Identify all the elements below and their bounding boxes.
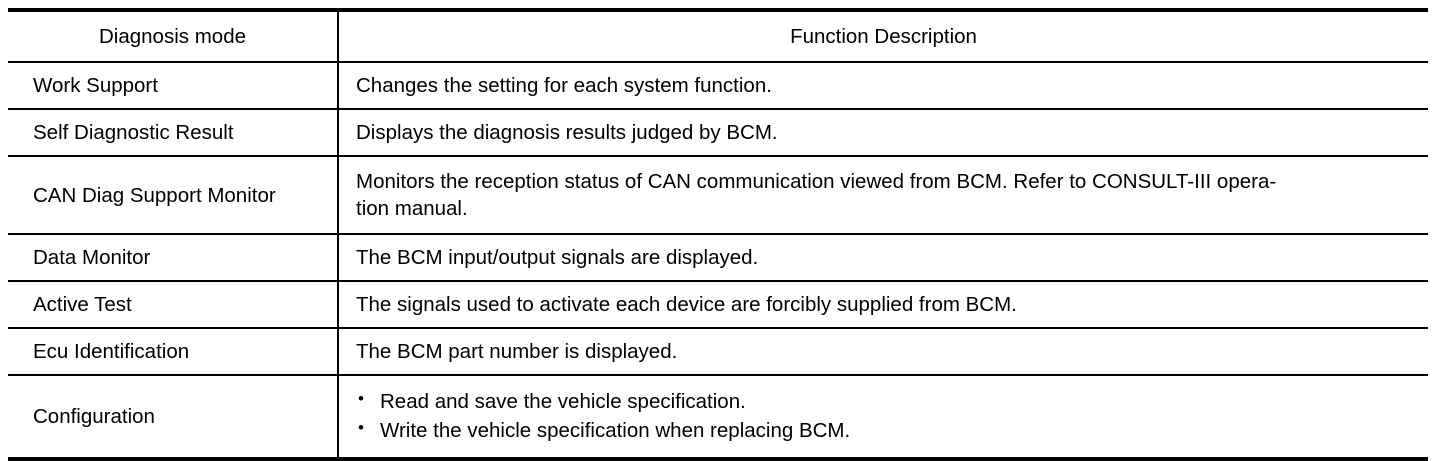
cell-function-description: The BCM part number is displayed.	[338, 328, 1428, 377]
bullet-item: Write the vehicle specification when rep…	[356, 416, 1414, 445]
cell-diagnosis-mode: Data Monitor	[8, 234, 339, 283]
cell-diagnosis-mode: CAN Diag Support Monitor	[8, 156, 339, 236]
column-header-function-description: Function Description	[338, 10, 1428, 64]
column-header-function-description-text: Function Description	[790, 25, 977, 48]
function-description-text: The BCM part number is displayed.	[356, 340, 678, 364]
function-description-text: Monitors the reception status of CAN com…	[339, 157, 1428, 233]
cell-function-description: Displays the diagnosis results judged by…	[338, 109, 1428, 158]
bullet-item: Read and save the vehicle specification.	[356, 387, 1414, 416]
table-row: Configuration Read and save the vehicle …	[8, 375, 1428, 459]
function-description-text: Changes the setting for each system func…	[356, 74, 772, 98]
diagnosis-mode-label: Ecu Identification	[33, 340, 190, 364]
function-description-text: The signals used to activate each device…	[356, 293, 1017, 317]
document-page: Diagnosis mode Function Description Work…	[0, 0, 1456, 414]
bullet-list: Read and save the vehicle specification.…	[356, 387, 1414, 445]
diagnosis-mode-label: Configuration	[33, 404, 155, 428]
table-row: Work Support Changes the setting for eac…	[8, 62, 1428, 111]
function-description-line-1: Monitors the reception status of CAN com…	[356, 170, 1277, 194]
cell-diagnosis-mode: Configuration	[8, 375, 339, 459]
column-header-diagnosis-mode-text: Diagnosis mode	[99, 25, 246, 48]
cell-diagnosis-mode: Self Diagnostic Result	[8, 109, 339, 158]
table-row: Active Test The signals used to activate…	[8, 281, 1428, 330]
table-row: Ecu Identification The BCM part number i…	[8, 328, 1428, 377]
cell-function-description: Read and save the vehicle specification.…	[338, 375, 1428, 458]
cell-diagnosis-mode: Ecu Identification	[8, 328, 339, 377]
function-description-line-2: tion manual.	[356, 197, 468, 221]
diagnosis-mode-label: Data Monitor	[33, 246, 151, 270]
diagnosis-mode-label: CAN Diag Support Monitor	[33, 183, 276, 207]
table-header: Diagnosis mode Function Description	[8, 10, 1428, 64]
table-body: Work Support Changes the setting for eac…	[8, 62, 1428, 459]
function-description-text: Displays the diagnosis results judged by…	[356, 121, 778, 145]
table-row: Data Monitor The BCM input/output signal…	[8, 234, 1428, 283]
cell-diagnosis-mode: Active Test	[8, 281, 339, 330]
table-header-row: Diagnosis mode Function Description	[8, 10, 1428, 64]
diagnosis-mode-table: Diagnosis mode Function Description Work…	[8, 8, 1428, 461]
cell-function-description: Monitors the reception status of CAN com…	[338, 156, 1428, 236]
function-description-text: Read and save the vehicle specification.…	[339, 376, 1428, 456]
cell-function-description: Changes the setting for each system func…	[338, 62, 1428, 111]
function-description-text: The BCM input/output signals are display…	[356, 246, 759, 270]
column-header-diagnosis-mode: Diagnosis mode	[8, 10, 339, 64]
cell-function-description: The signals used to activate each device…	[338, 281, 1428, 330]
diagnosis-mode-label: Active Test	[33, 293, 132, 317]
table-row: CAN Diag Support Monitor Monitors the re…	[8, 156, 1428, 236]
diagnosis-mode-label: Work Support	[33, 74, 158, 98]
cell-diagnosis-mode: Work Support	[8, 62, 339, 111]
cell-function-description: The BCM input/output signals are display…	[338, 234, 1428, 283]
table-row: Self Diagnostic Result Displays the diag…	[8, 109, 1428, 158]
diagnosis-mode-label: Self Diagnostic Result	[33, 121, 234, 145]
